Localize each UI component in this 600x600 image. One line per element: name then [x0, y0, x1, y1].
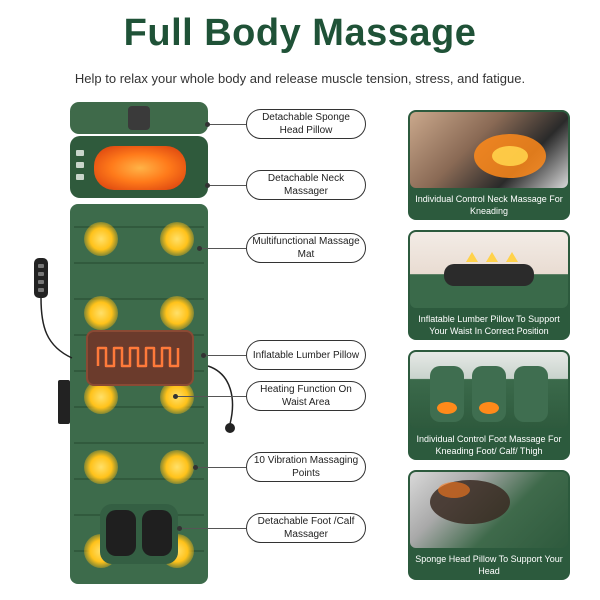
callout-neck-massager: Detachable Neck Massager — [246, 170, 366, 200]
callout-head-pillow: Detachable Sponge Head Pillow — [246, 109, 366, 139]
callout-dot — [193, 465, 198, 470]
vibration-point — [160, 296, 194, 330]
heat-glow-icon — [474, 134, 546, 178]
callout-dot — [197, 246, 202, 251]
neck-button — [76, 150, 84, 156]
head-pillow — [70, 102, 208, 134]
neck-massager — [70, 136, 208, 198]
feature-card-lumbar: Inflatable Lumber Pillow To Support Your… — [408, 230, 570, 340]
head-pillow-photo — [410, 472, 568, 548]
mat-rib — [74, 442, 204, 444]
card-caption-foot: Individual Control Foot Massage For Knea… — [416, 434, 562, 456]
lumbar-pillow-photo — [410, 232, 568, 308]
callout-dot — [201, 353, 206, 358]
callout-dot — [205, 122, 210, 127]
callout-dot — [173, 394, 178, 399]
callout-leader — [204, 355, 246, 356]
head-glow-icon — [430, 480, 510, 524]
callout-massage-mat: Multifunctional Massage Mat — [246, 233, 366, 263]
massage-mat — [70, 204, 208, 584]
remote-button — [38, 288, 44, 292]
card-caption-head: Sponge Head Pillow To Support Your Head — [415, 554, 563, 576]
remote-cable — [40, 297, 73, 359]
lumbar-pillow — [86, 330, 194, 386]
mat-rib — [74, 298, 204, 300]
callout-dot — [177, 526, 182, 531]
callout-dot — [205, 183, 210, 188]
callout-leader — [180, 528, 246, 529]
inflate-arrows-icon — [444, 252, 534, 286]
neck-massage-photo — [410, 112, 568, 188]
mat-rib — [74, 406, 204, 408]
callout-leader — [200, 248, 246, 249]
neck-heater-glow — [94, 146, 186, 190]
vibration-point — [84, 296, 118, 330]
mat-rib — [74, 226, 204, 228]
power-cable — [207, 365, 235, 433]
power-controller — [58, 380, 70, 424]
callout-leader — [196, 467, 246, 468]
feature-card-neck: Individual Control Neck Massage For Knea… — [408, 110, 570, 220]
feature-card-foot: Individual Control Foot Massage For Knea… — [408, 350, 570, 460]
callout-leader — [208, 185, 246, 186]
callout-lumbar-pillow: Inflatable Lumber Pillow — [246, 340, 366, 370]
callout-heating-function: Heating Function On Waist Area — [246, 381, 366, 411]
foot-massager-photo — [410, 352, 568, 428]
mat-rib — [74, 478, 204, 480]
card-caption-lumbar: Inflatable Lumber Pillow To Support Your… — [418, 314, 560, 336]
remote-control — [34, 258, 48, 298]
callout-foot-massager: Detachable Foot /Calf Massager — [246, 513, 366, 543]
page-title: Full Body Massage — [123, 12, 477, 54]
card-caption-neck: Individual Control Neck Massage For Knea… — [415, 194, 563, 216]
neck-button — [76, 162, 84, 168]
feature-card-head: Sponge Head Pillow To Support Your Head — [408, 470, 570, 580]
foot-heat-icon — [430, 366, 548, 422]
vibration-point — [160, 450, 194, 484]
foot-calf-massager — [100, 504, 178, 564]
remote-button — [38, 272, 44, 276]
page-subtitle: Help to relax your whole body and releas… — [74, 71, 526, 86]
mat-rib — [74, 262, 204, 264]
vibration-point — [84, 222, 118, 256]
remote-button — [38, 264, 44, 268]
vibration-point — [160, 222, 194, 256]
pillow-strap — [128, 106, 150, 130]
vibration-point — [84, 450, 118, 484]
callout-leader — [208, 124, 246, 125]
heating-coil-icon — [96, 346, 180, 368]
remote-button — [38, 280, 44, 284]
foot-cup-left — [106, 510, 136, 556]
foot-cup-right — [142, 510, 172, 556]
callout-leader — [176, 396, 246, 397]
neck-button — [76, 174, 84, 180]
callout-vibration-points: 10 Vibration Massaging Points — [246, 452, 366, 482]
